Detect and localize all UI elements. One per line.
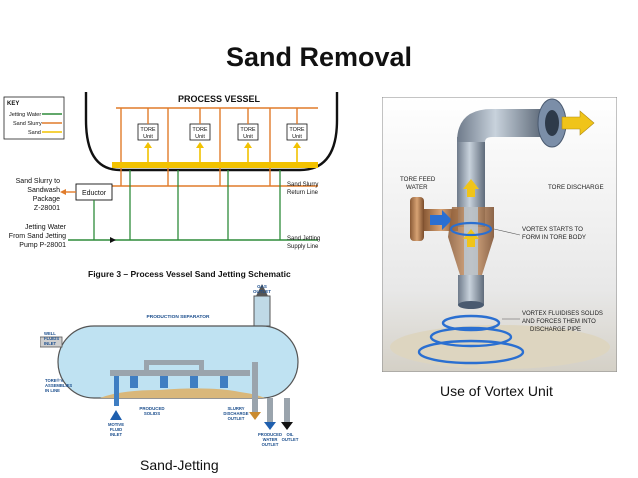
gas-outlet-label-2: OUTLET (253, 289, 271, 294)
label-slurry-1: Sand Slurry to (16, 178, 60, 185)
vortex-starts-label-2: FORM IN TORE BODY (522, 234, 586, 241)
supply-valve-icon (110, 237, 116, 243)
label-supply-1: Sand Jetting (287, 236, 320, 242)
vortex-swirl-1 (441, 314, 501, 332)
tore-unit-4: TORE Unit (269, 108, 308, 162)
produced-water-label-2: WATER (263, 437, 278, 442)
label-water-3: Pump P-28001 (19, 242, 66, 249)
nozzle (458, 275, 484, 305)
label-slurry-3: Package (33, 196, 60, 203)
vortex-swirl-3 (417, 339, 525, 365)
tore-loop-pipe (144, 360, 204, 365)
figure-caption: Figure 3 – Process Vessel Sand Jetting S… (88, 269, 291, 279)
tore-unit-1-label-2: Unit (143, 134, 153, 140)
tore-discharge-arrow (561, 110, 595, 136)
vortex-fluidises-label-1: VORTEX FLUIDISES SOLIDS (522, 311, 603, 317)
motive-fluid-label-1: MOTIVE (108, 422, 124, 427)
tore-unit-4-label-2: Unit (292, 134, 302, 140)
separator-title: PRODUCTION SEPARATOR (147, 314, 210, 320)
process-vessel-schematic: PROCESS VESSEL KEY Jetting Water Sand Sl… (3, 92, 339, 279)
production-separator-diagram: GAS OUTLET PRODUCTION SEPARATOR WELL FLU… (40, 284, 299, 447)
label-water-1: Jetting Water (25, 224, 67, 231)
slurry-discharge-label-3: OUTLET (228, 416, 245, 421)
label-water-2: From Sand Jetting (9, 233, 66, 240)
slurry-discharge-arrow (249, 412, 261, 420)
vortex-swirl-2 (429, 326, 513, 348)
motive-fluid-arrow (110, 410, 122, 420)
process-vessel-outline (84, 92, 339, 172)
slurry-discharge-label-2: DISCHARGE (223, 411, 248, 416)
eductor-label: Eductor (82, 190, 107, 197)
label-supply-2: Supply Line (287, 244, 319, 250)
tore-discharge-label: TORE DISCHARGE (548, 184, 604, 191)
label-slurry-2: Sandwash (27, 187, 60, 194)
key-label-sand: Sand (28, 130, 41, 136)
sand-up-arrow (463, 229, 479, 247)
produced-water-label-1: PRODUCED (258, 432, 282, 437)
caption-sand-jetting: Sand-Jetting (140, 457, 219, 473)
sand-bed (100, 388, 265, 398)
feed-water-arrow (430, 210, 452, 230)
produced-solids-label-1: PRODUCED (139, 406, 164, 411)
tore-assemblies-label-3: IN LINE (45, 388, 60, 393)
tore-unit-4-label-1: TORE (289, 127, 305, 133)
tore-unit-1-label-1: TORE (140, 127, 156, 133)
gas-outlet-label-1: GAS (257, 284, 267, 289)
feed-flange (410, 197, 424, 241)
tore-unit-1: TORE Unit (120, 108, 159, 162)
tore-header-pipe (110, 370, 250, 376)
produced-water-arrow (264, 422, 276, 430)
key-label-sand-slurry: Sand Slurry (13, 121, 42, 127)
sand-floor (390, 325, 610, 369)
label-return-2: Return Line (287, 190, 319, 196)
vortex-fluidises-label-2: AND FORCES THEM INTO (522, 319, 596, 325)
key-label-jetting-water: Jetting Water (9, 112, 41, 118)
motive-fluid-label-2: FLUID (110, 427, 122, 432)
vortex-unit-illustration: TORE FEED WATER TORE DISCHARGE VORTEX ST… (382, 97, 617, 372)
tore-unit-2-label-1: TORE (192, 127, 208, 133)
oil-outlet-label-2: OUTLET (282, 437, 299, 442)
produced-water-label-3: OUTLET (262, 442, 279, 447)
tore-feed-water-label-1: TORE FEED (400, 176, 436, 183)
key-title: KEY (7, 101, 19, 107)
motive-fluid-label-3: INLET (110, 432, 123, 437)
sand-up-arrow-top (463, 179, 479, 197)
discharge-pipe-elbow (457, 109, 542, 142)
label-return-1: Sand Slurry (287, 182, 318, 188)
vortex-fluidises-label-3: DISCHARGE PIPE (530, 327, 581, 333)
inlet-pipe (40, 336, 63, 348)
tore-feed-water-label-2: WATER (406, 184, 428, 191)
well-inlet-label-2: FLUIDS (44, 336, 59, 341)
label-slurry-4: Z-28001 (34, 205, 60, 212)
tore-assemblies-label-2: ASSEMBLIES (45, 383, 72, 388)
gas-outlet-pipe (253, 295, 271, 327)
caption-vortex-unit: Use of Vortex Unit (440, 383, 553, 399)
produced-solids-label-2: SOLIDS (144, 411, 160, 416)
slurry-discharge-label-1: SLURRY (227, 406, 244, 411)
motive-fluid-pipe (114, 376, 119, 406)
process-vessel-label: PROCESS VESSEL (178, 94, 261, 104)
well-inlet-label-1: WELL (44, 331, 56, 336)
tore-unit-2: TORE Unit (167, 108, 211, 162)
tore-assemblies-label-1: TORE®'s (45, 378, 64, 383)
sand-layer (112, 162, 318, 168)
oil-outlet-label-1: OIL (287, 432, 294, 437)
oil-outlet-arrow (281, 422, 293, 430)
gas-outlet-arrow (256, 284, 268, 296)
tore-unit-3-label-1: TORE (240, 127, 256, 133)
vortex-starts-label-1: VORTEX STARTS TO (522, 226, 583, 233)
well-inlet-label-3: INLET (44, 341, 57, 346)
tore-unit-3: TORE Unit (219, 108, 259, 162)
slide-title: Sand Removal (225, 42, 413, 72)
vortex-swirl-upper (449, 221, 493, 237)
tore-unit-2-label-2: Unit (195, 134, 205, 140)
tore-unit-3-label-2: Unit (243, 134, 253, 140)
